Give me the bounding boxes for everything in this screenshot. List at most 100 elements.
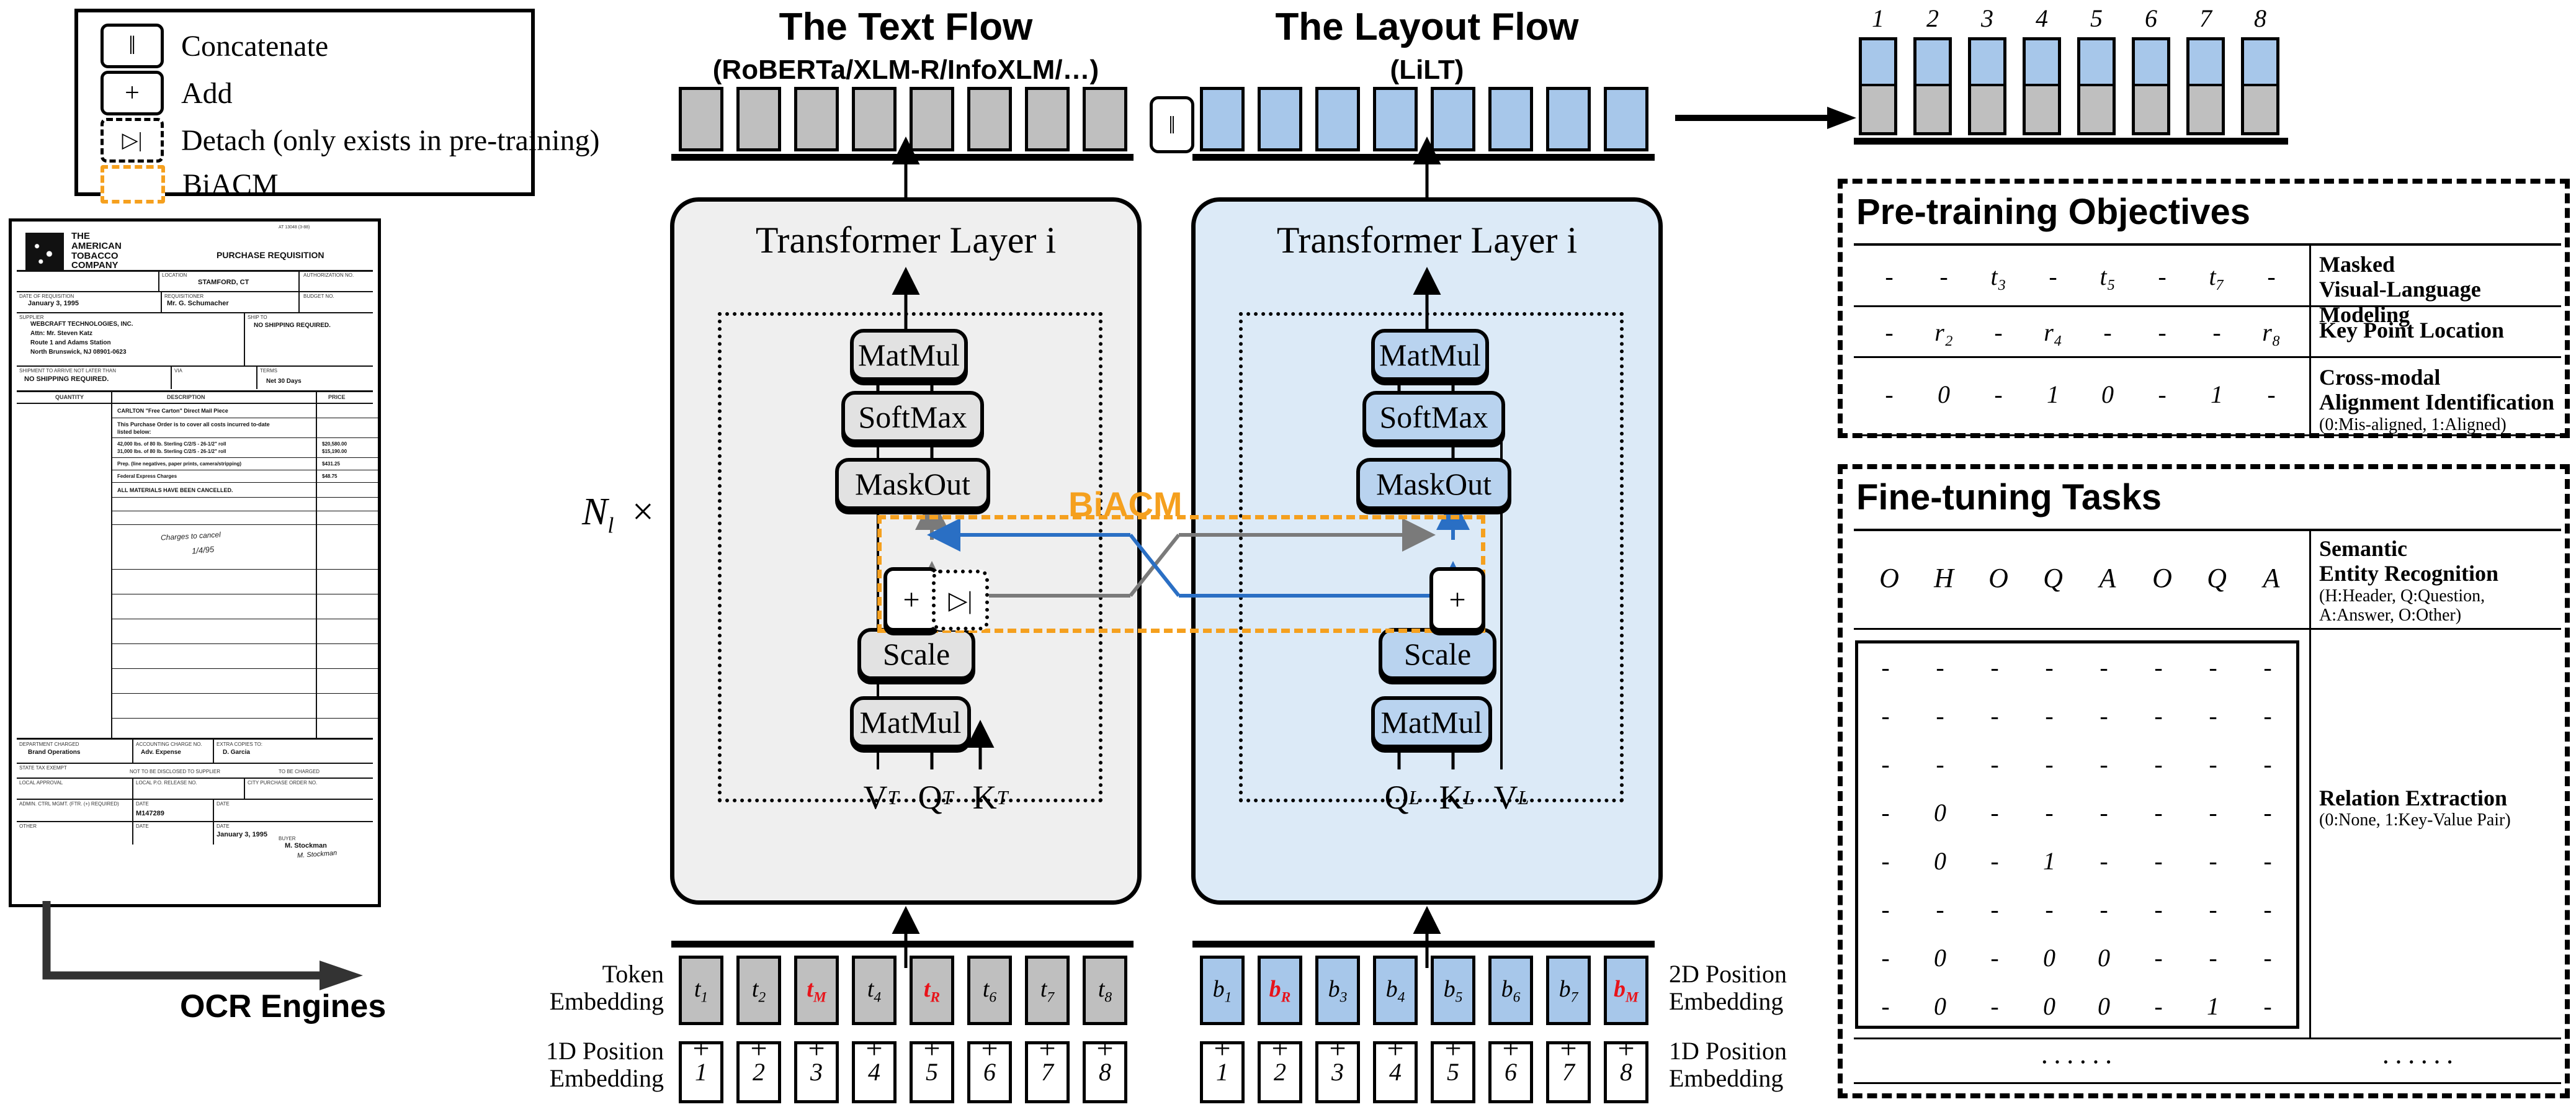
pretraining-title: Pre-training Objectives — [1856, 192, 2250, 232]
ser-cell-8: A — [2263, 563, 2280, 593]
layout-token-6 — [1488, 956, 1533, 1025]
layout-plus-4: + — [1387, 1032, 1404, 1065]
output-token-index-4: 4 — [2036, 4, 2048, 32]
re-cell-r7c2: 0 — [1934, 944, 1946, 972]
re-cell-r1c8: - — [2263, 653, 2272, 681]
re-cell-r3c3: - — [1990, 750, 1999, 778]
layout-matmul-top: MatMul — [1371, 329, 1489, 381]
layout-token-7 — [1546, 956, 1591, 1025]
text-matmul-bottom: MatMul — [850, 696, 971, 748]
output-token-layout-part — [1862, 40, 1894, 86]
re-cell-r8c1: - — [1881, 992, 1890, 1020]
layout-output-bar-4 — [1373, 87, 1418, 151]
layer-repeat-label: Nl × — [582, 491, 654, 538]
text-plus-8: + — [1096, 1032, 1114, 1065]
layout-plus-2: + — [1271, 1032, 1289, 1065]
output-token-index-8: 8 — [2254, 4, 2266, 32]
re-cell-r1c1: - — [1881, 653, 1890, 681]
legend-item-add: + Add — [101, 71, 233, 115]
layout-output-bar-1 — [1200, 87, 1245, 151]
biacm-icon — [101, 165, 165, 204]
concat-node-icon: ‖ — [1150, 96, 1194, 153]
text-token-5 — [910, 956, 954, 1025]
layout-output-bar-7 — [1546, 87, 1591, 151]
output-token-1 — [1859, 37, 1897, 135]
re-cell-r7c8: - — [2263, 944, 2272, 972]
text-position-6 — [967, 1041, 1012, 1103]
mvlm-cell-3: t₃ — [1990, 262, 2006, 290]
re-cell-r4c8: - — [2263, 799, 2272, 827]
cai-cell-8: - — [2267, 380, 2276, 408]
layout-position-3 — [1315, 1041, 1360, 1103]
text-output-bar-7 — [1025, 87, 1070, 151]
layout-matmul-bottom: MatMul — [1371, 696, 1492, 748]
pretraining-name-kpl: Key Point Location — [2319, 318, 2504, 343]
text-token-base-bar — [671, 941, 1134, 948]
re-cell-r3c4: - — [2045, 750, 2054, 778]
output-token-index-2: 2 — [1926, 4, 1939, 32]
text-output-bar-4 — [852, 87, 897, 151]
layout-flow-title: The Layout Flow — [1275, 6, 1579, 48]
re-cell-r8c3: - — [1990, 992, 1999, 1020]
legend-box: ‖ Concatenate + Add ▷| Detach (only exis… — [74, 9, 599, 204]
output-token-5 — [2077, 37, 2116, 135]
text-scale: Scale — [857, 628, 975, 680]
cai-cell-7: 1 — [2211, 380, 2223, 408]
layout-position-8 — [1604, 1041, 1648, 1103]
text-token-2 — [736, 956, 781, 1025]
layout-position-1 — [1200, 1041, 1245, 1103]
re-cell-r5c5: - — [2100, 847, 2108, 875]
cai-cell-5: 0 — [2101, 380, 2114, 408]
add-icon: + — [101, 71, 164, 115]
re-cell-r7c3: - — [1990, 944, 1999, 972]
text-position-8 — [1083, 1041, 1127, 1103]
output-token-text-part — [2080, 86, 2113, 132]
layout-token-1 — [1200, 956, 1245, 1025]
text-plus-4: + — [865, 1032, 883, 1065]
re-cell-r7c1: - — [1881, 944, 1890, 972]
re-cell-r4c4: - — [2045, 799, 2054, 827]
re-cell-r4c7: - — [2209, 799, 2217, 827]
layout-token-5 — [1431, 956, 1475, 1025]
text-token-8 — [1083, 956, 1127, 1025]
re-cell-r6c3: - — [1990, 895, 1999, 923]
text-add-node: + — [883, 567, 939, 632]
text-flow-base-bar — [671, 154, 1134, 161]
legend-item-biacm: BiACM — [101, 165, 279, 204]
output-token-layout-part — [2135, 40, 2167, 86]
cai-cell-6: - — [2158, 380, 2167, 408]
re-cell-r1c2: - — [1936, 653, 1944, 681]
output-token-text-part — [1916, 86, 1949, 132]
text-plus-1: + — [692, 1032, 710, 1065]
kpl-cell-6: - — [2158, 318, 2167, 346]
re-cell-r6c1: - — [1881, 895, 1890, 923]
ocr-engines-label: OCR Engines — [180, 988, 387, 1024]
token-embedding-line1: Token — [602, 960, 664, 988]
re-cell-r5c4: 1 — [2043, 847, 2055, 875]
re-cell-r4c3: - — [1990, 799, 1999, 827]
kpl-cell-5: - — [2103, 318, 2112, 346]
pos1d-left-line2: Embedding — [549, 1064, 664, 1092]
re-matrix-box — [1855, 640, 2299, 1029]
layout-position-5 — [1431, 1041, 1475, 1103]
output-token-text-part — [2189, 86, 2222, 132]
kpl-cell-3: - — [1994, 318, 2003, 346]
layout-panel-title: Transformer Layer i — [1196, 219, 1658, 262]
re-cell-r2c5: - — [2100, 702, 2108, 730]
layout-token-4 — [1373, 956, 1418, 1025]
output-token-2 — [1913, 37, 1952, 135]
mvlm-cell-6: - — [2158, 262, 2167, 290]
text-token-7 — [1025, 956, 1070, 1025]
text-panel-title-text: Transformer Layer i — [755, 220, 1057, 261]
cai-cell-4: 1 — [2047, 380, 2059, 408]
output-token-layout-part — [2080, 40, 2113, 86]
layout-maskout: MaskOut — [1356, 458, 1511, 510]
text-position-7 — [1025, 1041, 1070, 1103]
finetuning-title: Fine-tuning Tasks — [1856, 477, 2162, 518]
